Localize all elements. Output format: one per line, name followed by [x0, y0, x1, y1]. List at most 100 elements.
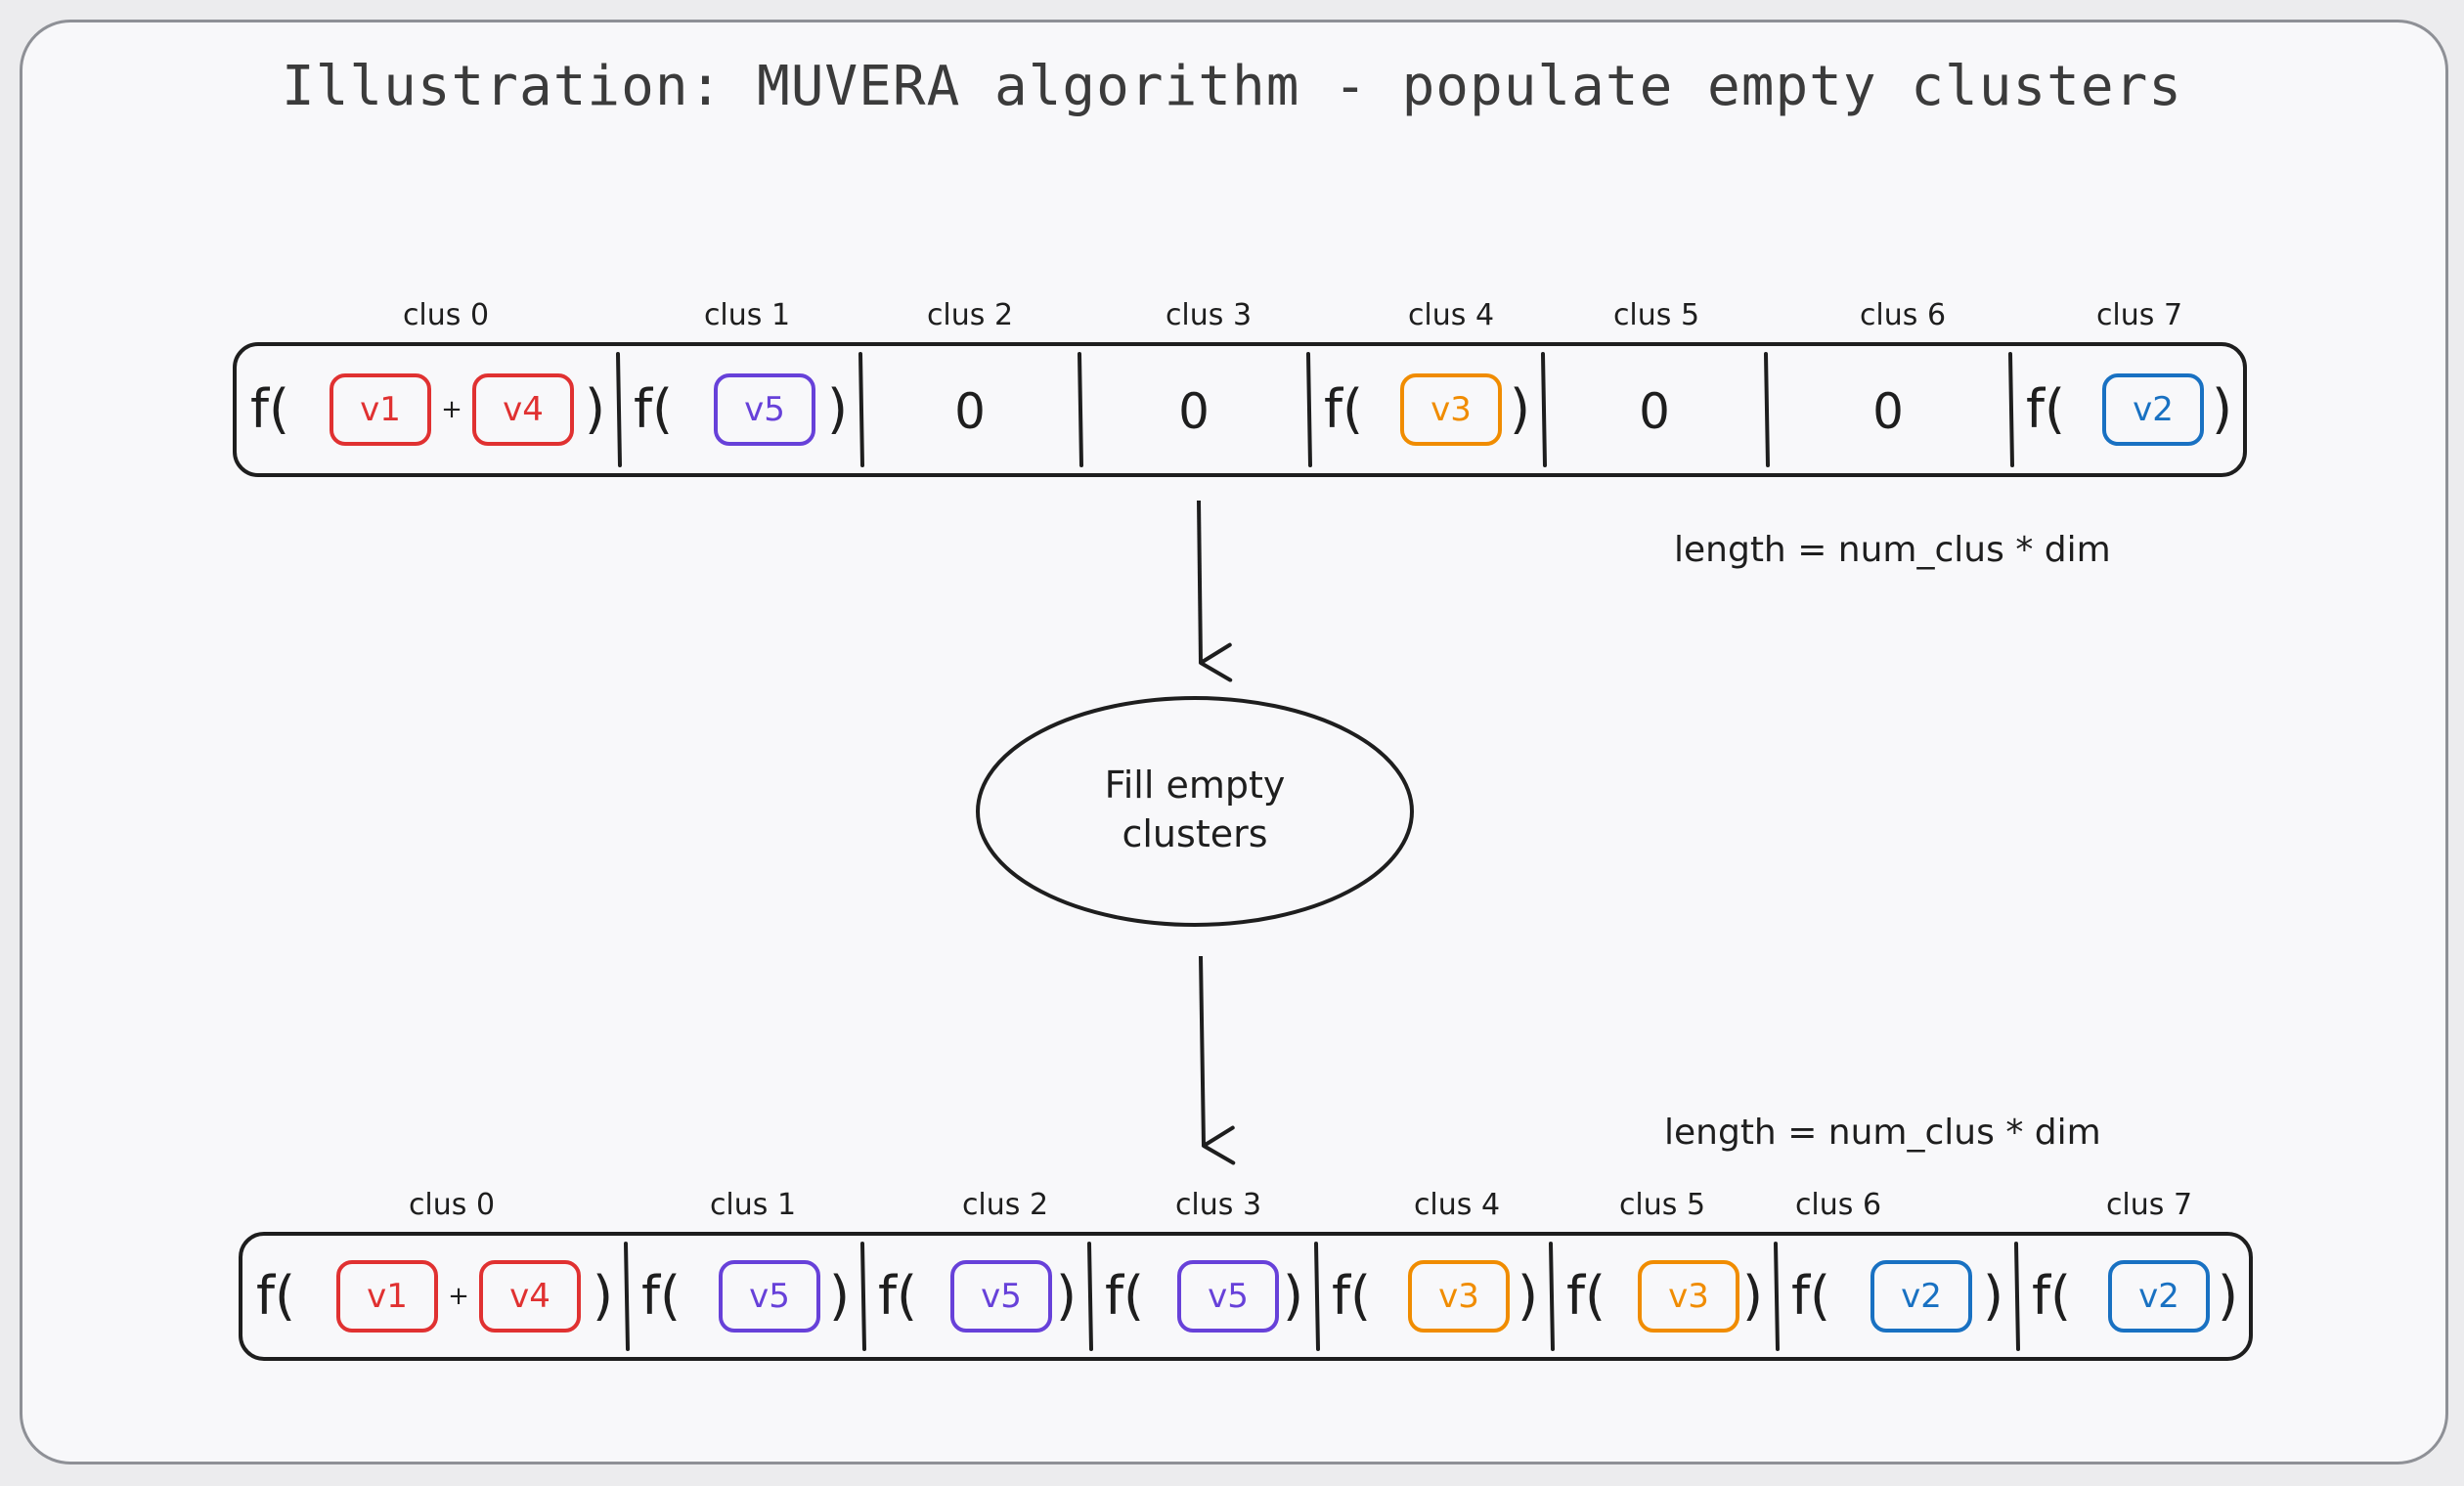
function-close: ): [1056, 1265, 1077, 1327]
vector-label: v4: [503, 390, 544, 429]
vector-box-v2: [1870, 1260, 1972, 1333]
vector-label: v5: [749, 1277, 790, 1316]
function-open: f(: [1791, 1265, 1830, 1327]
zero-value: 0: [1872, 383, 1904, 440]
cluster-label: clus 6: [1860, 298, 1946, 332]
cluster-label: clus 5: [1613, 298, 1699, 332]
cluster-divider: [1078, 352, 1083, 467]
top-row: clus 0 f() v1 + v4 clus 1 f() v5 clus 2 0 clus 3 0 c…: [250, 298, 2232, 467]
cluster-label: clus 4: [1414, 1188, 1500, 1222]
cluster-divider: [1774, 1242, 1780, 1351]
function-open: f(: [641, 1265, 681, 1327]
cluster-divider: [1087, 1242, 1093, 1351]
vector-label: v2: [1901, 1277, 1942, 1316]
vector-box-v5: [719, 1260, 820, 1333]
vector-box-v5: [1177, 1260, 1279, 1333]
vector-box-v1: [330, 373, 431, 446]
cluster-label: clus 1: [710, 1188, 796, 1222]
function-open: f(: [256, 1265, 295, 1327]
function-open: f(: [2032, 1265, 2071, 1327]
bottom-row-container: [239, 1232, 2253, 1361]
cluster-divider: [858, 352, 864, 467]
vector-box-v3: [1400, 373, 1502, 446]
vector-label: v2: [2133, 390, 2174, 429]
function-close: ): [1283, 1265, 1303, 1327]
vector-box-v3: [1408, 1260, 1510, 1333]
cluster-divider: [2014, 1242, 2020, 1351]
function-close: ): [1983, 1265, 2003, 1327]
plus-sign: +: [441, 395, 462, 424]
vector-label: v4: [509, 1277, 550, 1316]
cluster-label: clus 1: [704, 298, 790, 332]
vector-label: v1: [367, 1277, 408, 1316]
cluster-label: clus 5: [1619, 1188, 1705, 1222]
zero-value: 0: [954, 383, 986, 440]
function-open: f(: [878, 1265, 917, 1327]
function-close: ): [829, 1265, 850, 1327]
function-close: ): [585, 378, 605, 440]
vector-label: v2: [2138, 1277, 2179, 1316]
function-open: f(: [2026, 378, 2065, 440]
vector-label: v3: [1668, 1277, 1709, 1316]
bottom-row: clus 0 f() v1 + v4 clus 1 f() v5 clus 2 f() v5 clus…: [256, 1188, 2238, 1351]
function-close: ): [827, 378, 848, 440]
cluster-label: clus 7: [2106, 1188, 2192, 1222]
function-open: f(: [1324, 378, 1363, 440]
cluster-label: clus 2: [927, 298, 1013, 332]
vector-box-v4: [472, 373, 574, 446]
cluster-divider: [860, 1242, 866, 1351]
cluster-divider: [1541, 352, 1547, 467]
cluster-divider: [624, 1242, 630, 1351]
diagram-title: Illustration: MUVERA algorithm - populat…: [281, 55, 2183, 118]
arrow-down-2: [1199, 955, 1236, 1165]
vector-box-v5: [950, 1260, 1052, 1333]
vector-box-v4: [479, 1260, 581, 1333]
vector-box-v1: [336, 1260, 438, 1333]
bottom-length-note: length = num_clus * dim: [1664, 1113, 2101, 1153]
cluster-label: clus 0: [409, 1188, 495, 1222]
cluster-divider: [1764, 352, 1770, 467]
function-open: f(: [1332, 1265, 1371, 1327]
vector-label: v5: [744, 390, 785, 429]
cluster-label: clus 0: [403, 298, 489, 332]
arrow-down-1: [1197, 500, 1233, 682]
cluster-label: clus 7: [2096, 298, 2182, 332]
plus-sign: +: [448, 1282, 469, 1311]
process-label-line2: clusters: [1122, 812, 1267, 855]
vector-label: v5: [981, 1277, 1022, 1316]
function-close: ): [2218, 1265, 2238, 1327]
cluster-divider: [1306, 352, 1312, 467]
cluster-label: clus 6: [1795, 1188, 1881, 1222]
vector-box-v5: [714, 373, 815, 446]
cluster-label: clus 2: [962, 1188, 1048, 1222]
diagram-card: [20, 20, 2448, 1464]
cluster-divider: [616, 352, 622, 467]
function-open: f(: [250, 378, 289, 440]
function-close: ): [2212, 378, 2232, 440]
function-close: ): [1518, 1265, 1538, 1327]
zero-value: 0: [1178, 383, 1210, 440]
cluster-divider: [1549, 1242, 1555, 1351]
function-open: f(: [634, 378, 673, 440]
function-open: f(: [1105, 1265, 1144, 1327]
vector-box-v3: [1638, 1260, 1739, 1333]
vector-label: v1: [360, 390, 401, 429]
cluster-label: clus 3: [1166, 298, 1252, 332]
cluster-divider: [1314, 1242, 1320, 1351]
vector-label: v5: [1208, 1277, 1249, 1316]
top-length-note: length = num_clus * dim: [1674, 530, 2111, 570]
zero-value: 0: [1639, 383, 1670, 440]
function-open: f(: [1566, 1265, 1606, 1327]
cluster-label: clus 4: [1408, 298, 1494, 332]
process-label-line1: Fill empty: [1105, 764, 1286, 807]
cluster-label: clus 3: [1175, 1188, 1261, 1222]
function-close: ): [593, 1265, 613, 1327]
fill-empty-clusters-node: [976, 696, 1414, 927]
vector-label: v3: [1430, 390, 1472, 429]
function-close: ): [1510, 378, 1530, 440]
vector-box-v2: [2102, 373, 2204, 446]
vector-box-v2: [2108, 1260, 2210, 1333]
function-close: ): [1742, 1265, 1763, 1327]
top-row-container: [233, 342, 2247, 477]
